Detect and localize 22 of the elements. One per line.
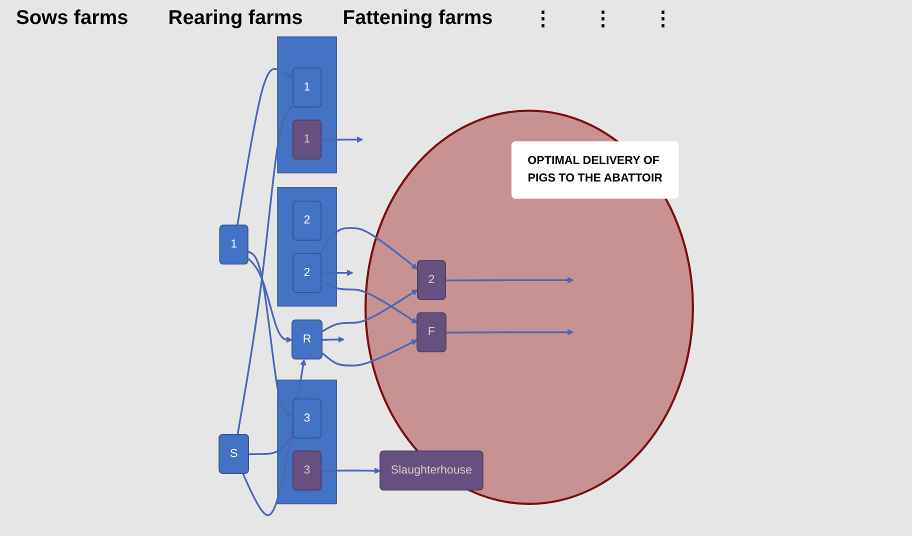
arrow — [446, 276, 574, 284]
arrow — [236, 104, 294, 435]
arrow — [319, 227, 418, 270]
arrow — [248, 435, 294, 456]
arrow — [321, 136, 364, 143]
ellipsis-mark: ⋮ — [592, 7, 613, 31]
arrow — [322, 340, 418, 366]
column-heading: Rearing farms — [168, 7, 303, 30]
arrow — [248, 250, 294, 417]
column-heading: Sows farms — [16, 7, 128, 30]
arrow — [248, 258, 293, 343]
ellipsis-mark: ⋮ — [652, 7, 673, 31]
arrow — [236, 68, 294, 226]
arrow — [322, 336, 344, 343]
arrow — [321, 270, 354, 276]
arrow — [242, 359, 306, 516]
ellipsis-mark: ⋮ — [532, 7, 553, 31]
arrow — [322, 289, 418, 332]
arrow — [321, 468, 381, 474]
arrow — [321, 280, 418, 324]
arrow — [446, 329, 574, 336]
column-heading: Fattening farms — [342, 7, 493, 30]
